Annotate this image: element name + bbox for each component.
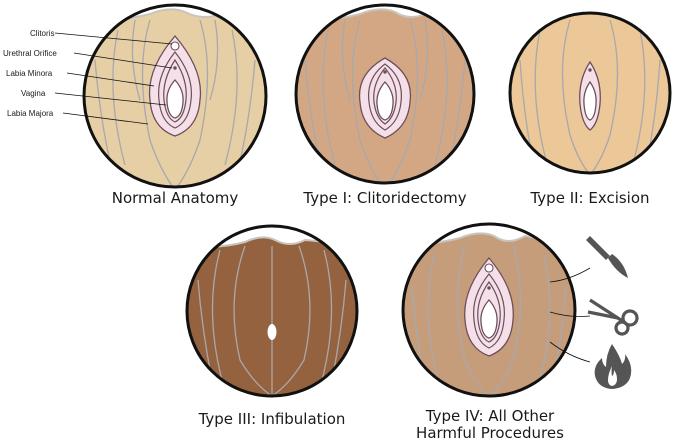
label-vagina: Vagina: [21, 89, 46, 98]
label-labia-majora: Labia Majora: [7, 109, 54, 118]
label-clitoris: Clitoris: [30, 29, 55, 38]
caption-type4: Type IV: All Other Harmful Procedures: [405, 408, 575, 442]
scissors-icon: [587, 298, 639, 336]
label-labia-minora: Labia Minora: [6, 69, 53, 78]
flame-icon: [594, 344, 632, 389]
caption-type1: Type I: Clitoridectomy: [303, 189, 467, 207]
caption-type4-line1: Type IV: All Other: [425, 407, 555, 425]
scalpel-icon: [586, 236, 628, 278]
caption-type2: Type II: Excision: [530, 189, 650, 207]
caption-type3: Type III: Infibulation: [198, 410, 346, 428]
caption-normal-anatomy: Normal Anatomy: [111, 189, 239, 207]
label-urethral-orifice: Urethral Orifice: [3, 49, 57, 58]
caption-type4-line2: Harmful Procedures: [416, 424, 564, 442]
